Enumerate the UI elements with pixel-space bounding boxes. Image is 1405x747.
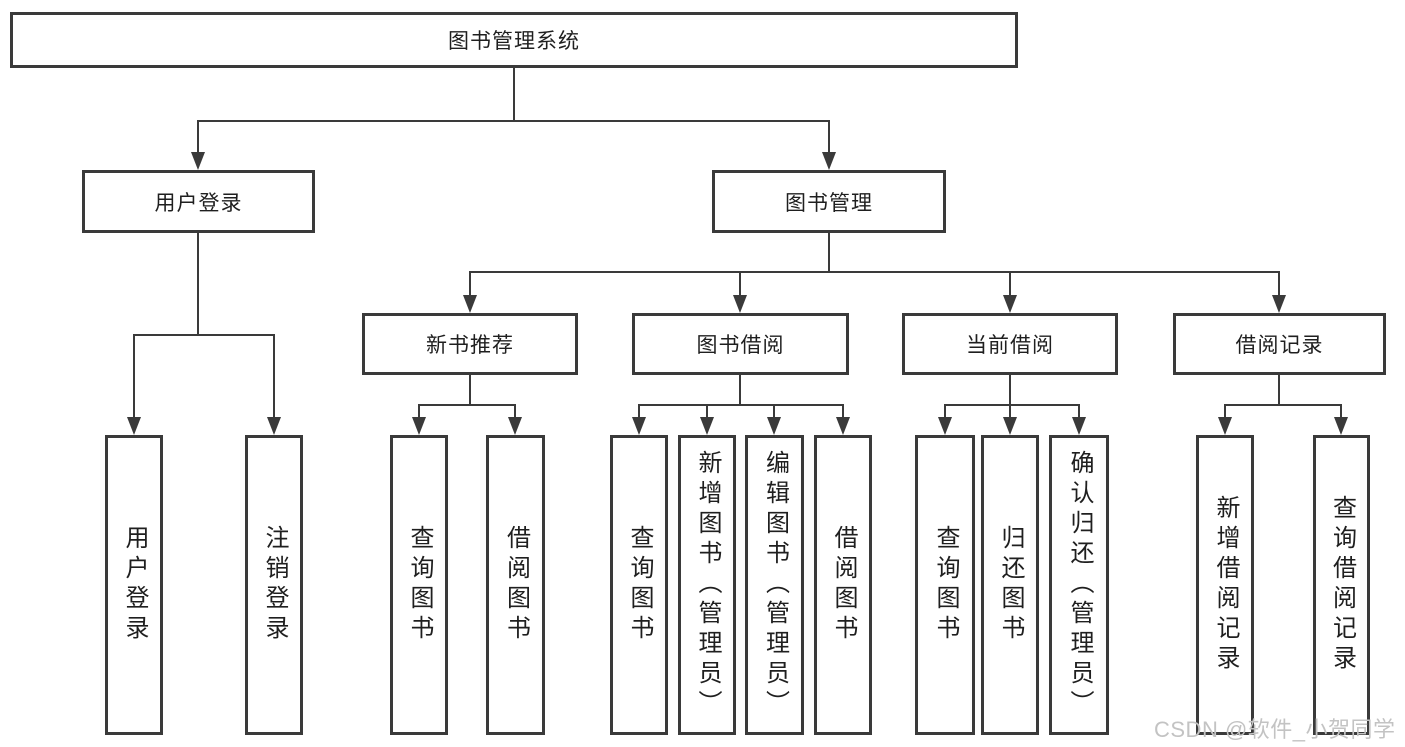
connector-line: [1224, 404, 1226, 420]
leaf-confirm-return-admin: 确认归还（管理员）: [1049, 435, 1109, 735]
node-borrowing-records: 借阅记录: [1173, 313, 1386, 375]
node-user-login: 用户登录: [82, 170, 315, 233]
arrowhead-down-icon: [1218, 417, 1232, 435]
connector-line: [945, 404, 1080, 406]
connector-line: [469, 271, 471, 298]
connector-line: [1225, 404, 1342, 406]
connector-line: [197, 120, 199, 154]
connector-line: [1009, 375, 1011, 406]
connector-line: [639, 404, 844, 406]
connector-line: [1078, 404, 1080, 420]
arrowhead-down-icon: [412, 417, 426, 435]
arrowhead-down-icon: [1334, 417, 1348, 435]
arrowhead-down-icon: [127, 417, 141, 435]
arrowhead-down-icon: [267, 417, 281, 435]
connector-line: [134, 334, 275, 336]
connector-line: [828, 232, 830, 273]
connector-line: [706, 404, 708, 420]
arrowhead-down-icon: [191, 152, 205, 170]
arrowhead-down-icon: [938, 417, 952, 435]
connector-line: [739, 375, 741, 406]
connector-line: [828, 120, 830, 154]
connector-line: [1009, 271, 1011, 298]
node-library-management-system: 图书管理系统: [10, 12, 1018, 68]
connector-line: [773, 404, 775, 420]
connector-line: [1278, 271, 1280, 298]
node-current-borrowing: 当前借阅: [902, 313, 1118, 375]
arrowhead-down-icon: [1272, 295, 1286, 313]
connector-line: [842, 404, 844, 420]
connector-line: [469, 375, 471, 406]
connector-line: [513, 68, 515, 122]
leaf-return-books: 归还图书: [981, 435, 1039, 735]
node-book-borrowing: 图书借阅: [632, 313, 849, 375]
arrowhead-down-icon: [700, 417, 714, 435]
connector-line: [133, 334, 135, 420]
connector-line: [418, 404, 420, 420]
connector-line: [273, 334, 275, 420]
connector-line: [514, 404, 516, 420]
connector-line: [1278, 375, 1280, 406]
csdn-watermark: CSDN @软件_小贺同学: [1154, 717, 1396, 742]
arrowhead-down-icon: [733, 295, 747, 313]
connector-line: [1009, 404, 1011, 420]
leaf-add-books-admin: 新增图书（管理员）: [678, 435, 736, 735]
leaf-add-borrow-record: 新增借阅记录: [1196, 435, 1254, 735]
connector-line: [470, 271, 1280, 273]
arrowhead-down-icon: [822, 152, 836, 170]
connector-line: [1340, 404, 1342, 420]
connector-line: [739, 271, 741, 298]
leaf-query-borrow-record: 查询借阅记录: [1313, 435, 1370, 735]
leaf-borrow-books-recommend: 借阅图书: [486, 435, 545, 735]
arrowhead-down-icon: [836, 417, 850, 435]
leaf-edit-books-admin: 编辑图书（管理员）: [745, 435, 804, 735]
node-book-management: 图书管理: [712, 170, 946, 233]
arrowhead-down-icon: [508, 417, 522, 435]
arrowhead-down-icon: [632, 417, 646, 435]
leaf-query-books-recommend: 查询图书: [390, 435, 448, 735]
connector-line: [197, 232, 199, 336]
leaf-logout: 注销登录: [245, 435, 303, 735]
arrowhead-down-icon: [1003, 295, 1017, 313]
connector-line: [638, 404, 640, 420]
connector-line: [944, 404, 946, 420]
leaf-user-login: 用户登录: [105, 435, 163, 735]
node-new-book-recommend: 新书推荐: [362, 313, 578, 375]
leaf-borrow-books-borrowing: 借阅图书: [814, 435, 872, 735]
arrowhead-down-icon: [463, 295, 477, 313]
arrowhead-down-icon: [1003, 417, 1017, 435]
arrowhead-down-icon: [1072, 417, 1086, 435]
connector-line: [198, 120, 830, 122]
arrowhead-down-icon: [767, 417, 781, 435]
connector-line: [419, 404, 516, 406]
leaf-query-books-borrowing: 查询图书: [610, 435, 668, 735]
leaf-query-books-current: 查询图书: [915, 435, 975, 735]
